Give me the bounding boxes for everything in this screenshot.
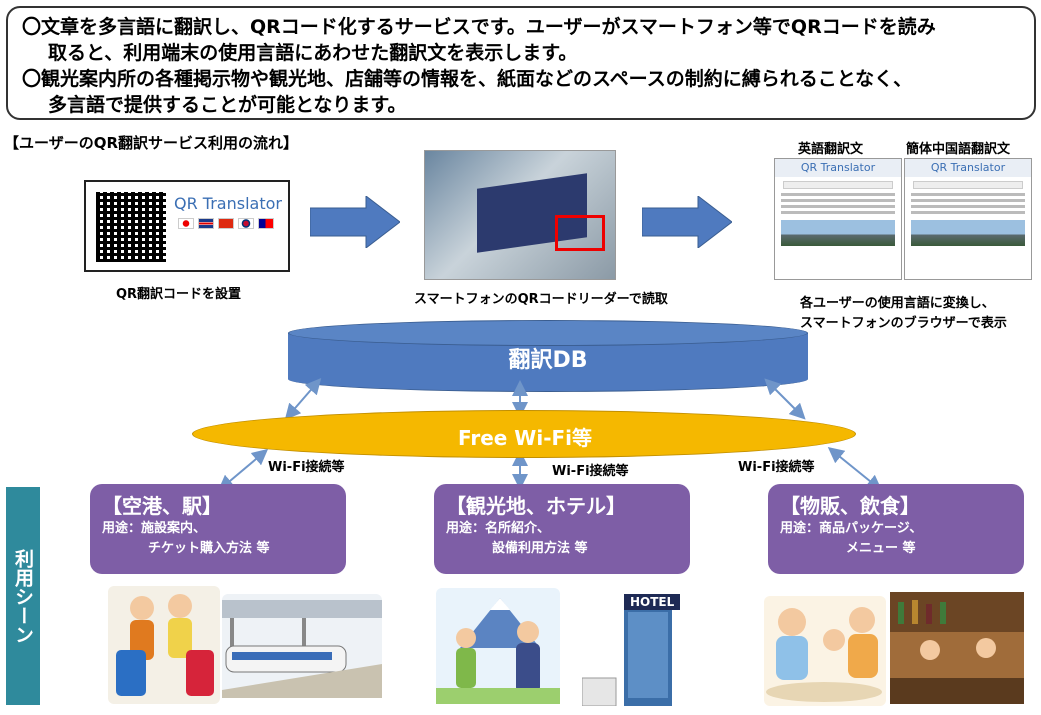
language-flags <box>178 218 274 229</box>
language-select <box>913 181 1023 189</box>
text-line <box>781 211 895 214</box>
flag-japan-icon <box>178 218 194 229</box>
wifi-label: Free Wi-Fi等 <box>457 426 593 450</box>
connection-label-1: Wi-Fi接続等 <box>268 460 345 475</box>
flow-arrow-1 <box>310 196 400 248</box>
intro-box: 〇文章を多言語に翻訳し、QRコード化するサービスです。ユーザーがスマートフォン等… <box>6 6 1036 120</box>
scene-usage-1: 用途：施設案内、 <box>102 521 207 536</box>
step2-caption: スマートフォンのQRコードリーダーで読取 <box>414 292 668 307</box>
scene-airport-station: 【空港、駅】 用途：施設案内、 チケット購入方法 等 <box>90 484 346 574</box>
hotel-illustration: HOTEL <box>581 590 686 707</box>
scene-title: 【空港、駅】 <box>102 494 222 518</box>
step1-caption: QR翻訳コードを設置 <box>116 287 242 302</box>
screen-english: QR Translator <box>774 158 902 280</box>
scene-usage-2: メニュー 等 <box>846 541 916 556</box>
intro-line-2: 取ると、利用端末の使用言語にあわせた翻訳文を表示します。 <box>48 42 578 64</box>
scene-title: 【物販、飲食】 <box>780 494 920 518</box>
free-wifi: Free Wi-Fi等 <box>192 410 856 458</box>
highlight-box <box>555 215 605 251</box>
connection-label-2: Wi-Fi接続等 <box>552 464 629 479</box>
text-line <box>911 199 1025 202</box>
screen-title: QR Translator <box>905 159 1031 177</box>
translation-db: 翻訳DB <box>288 320 808 392</box>
intro-line-3: 〇観光案内所の各種掲示物や観光地、店舗等の情報を、紙面などのスペースの制約に縛ら… <box>22 68 913 90</box>
flag-taiwan-icon <box>258 218 274 229</box>
flag-china-icon <box>218 218 234 229</box>
flow-title: 【ユーザーのQR翻訳サービス利用の流れ】 <box>4 134 299 152</box>
language-select <box>783 181 893 189</box>
intro-line-4: 多言語で提供することが可能となります。 <box>48 94 407 116</box>
usage-scene-label: 利用シーン <box>6 487 40 705</box>
volcano-image <box>911 220 1025 246</box>
text-line <box>781 199 895 202</box>
scene-usage-1: 用途：商品パッケージ、 <box>780 521 923 536</box>
text-line <box>781 205 895 208</box>
scene-retail-food: 【物販、飲食】 用途：商品パッケージ、 メニュー 等 <box>768 484 1024 574</box>
label-english: 英語翻訳文 <box>798 142 864 157</box>
scan-photo <box>424 150 616 280</box>
db-label: 翻訳DB <box>508 348 588 373</box>
text-line <box>781 193 895 196</box>
scene-usage-2: 設備利用方法 等 <box>492 541 588 556</box>
train-station-illustration <box>222 594 382 698</box>
qr-code-icon <box>96 192 166 262</box>
qr-card: QR Translator <box>84 180 290 272</box>
text-line <box>911 193 1025 196</box>
bar-illustration <box>890 592 1024 704</box>
label-chinese: 簡体中国語翻訳文 <box>906 142 1011 157</box>
connection-label-3: Wi-Fi接続等 <box>738 460 815 475</box>
family-dining-illustration <box>764 596 886 706</box>
sightseeing-illustration <box>436 588 560 704</box>
flag-korea-icon <box>238 218 254 229</box>
qr-brand: QR Translator <box>174 194 282 213</box>
intro-line-1: 〇文章を多言語に翻訳し、QRコード化するサービスです。ユーザーがスマートフォン等… <box>22 16 936 38</box>
screen-chinese: QR Translator <box>904 158 1032 280</box>
flow-arrow-2 <box>642 196 732 248</box>
scene-title: 【観光地、ホテル】 <box>446 494 626 518</box>
hotel-sign: HOTEL <box>624 594 681 610</box>
screen-title: QR Translator <box>775 159 901 177</box>
text-line <box>911 205 1025 208</box>
scene-usage-1: 用途：名所紹介、 <box>446 521 551 536</box>
text-line <box>911 211 1025 214</box>
scene-tourist-hotel: 【観光地、ホテル】 用途：名所紹介、 設備利用方法 等 <box>434 484 690 574</box>
volcano-image <box>781 220 895 246</box>
db-top <box>288 320 808 346</box>
scene-usage-2: チケット購入方法 等 <box>148 541 270 556</box>
step3-caption-2: スマートフォンのブラウザーで表示 <box>800 316 1007 331</box>
step3-caption-1: 各ユーザーの使用言語に変換し、 <box>800 296 995 311</box>
travelers-illustration <box>108 586 220 704</box>
flag-uk-icon <box>198 218 214 229</box>
